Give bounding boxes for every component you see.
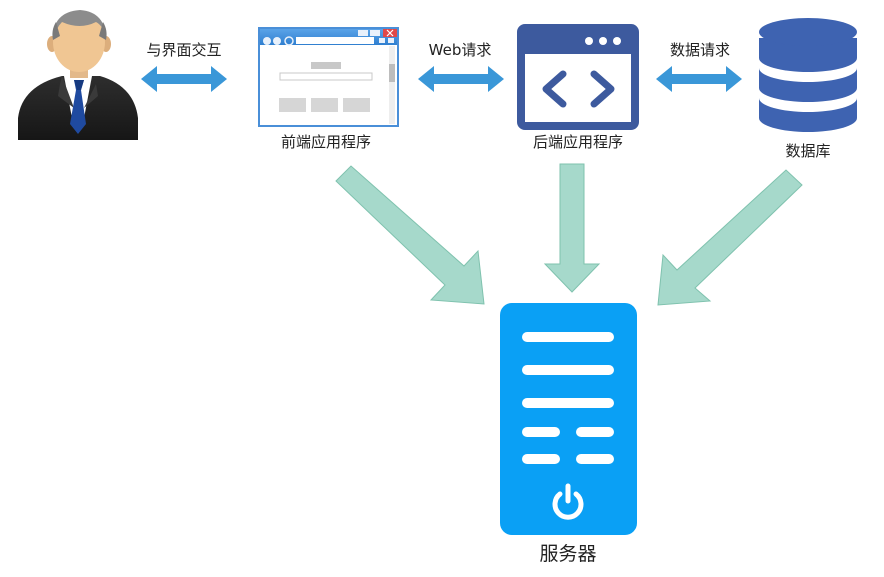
arrow-frontend-to-server: [335, 165, 485, 305]
database-cylinder-icon: [759, 18, 857, 132]
edge-label-web-request: Web请求: [429, 41, 492, 59]
database-label: 数据库: [785, 142, 830, 160]
arrow-database-to-server: [657, 169, 803, 306]
double-arrow-frontend-backend: [418, 66, 504, 92]
power-icon: [552, 483, 584, 520]
edge-label-interact: 与界面交互: [146, 41, 221, 59]
server-icon: [500, 303, 637, 535]
double-arrow-user-frontend: [141, 66, 227, 92]
frontend-label: 前端应用程序: [281, 133, 371, 151]
arrow-backend-to-server: [543, 163, 601, 293]
server-label: 服务器: [539, 543, 596, 565]
browser-window-icon: [258, 27, 399, 127]
double-arrow-backend-database: [656, 66, 742, 92]
backend-label: 后端应用程序: [533, 133, 623, 151]
code-window-icon: [517, 24, 639, 130]
businessman-icon: [18, 10, 138, 140]
edge-label-data-request: 数据请求: [670, 41, 730, 59]
